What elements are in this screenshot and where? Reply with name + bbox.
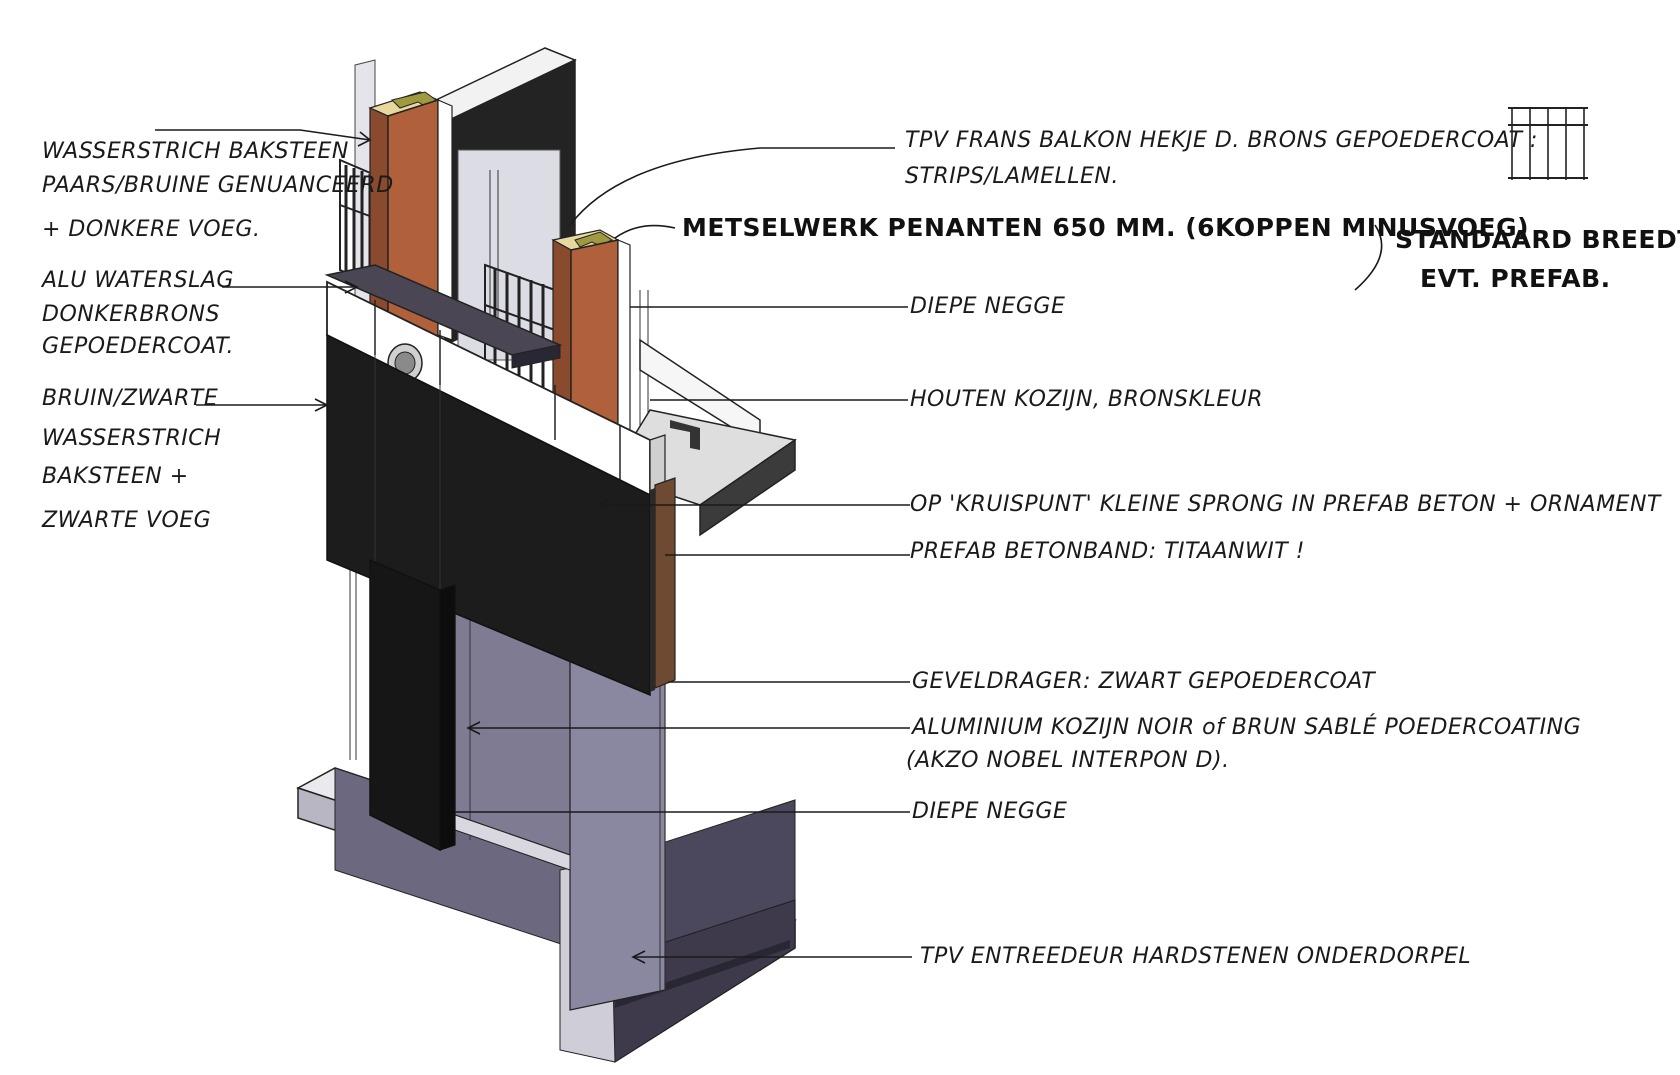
leader-left-1	[155, 129, 371, 141]
prefab-concrete-band	[326, 280, 666, 497]
label-aluminium-kozijn-1: ALUMINIUM KOZIJN NOIR of BRUN SABLÉ POED…	[910, 714, 1581, 740]
leader-right-1	[569, 147, 895, 226]
label-waterslag-2: DONKERBRONS	[42, 302, 220, 327]
label-frans-balkon-2: STRIPS/LAMELLEN.	[905, 164, 1119, 189]
label-dark-brick-3: BAKSTEEN +	[42, 464, 189, 489]
label-geveldrager: GEVELDRAGER: ZWART GEPOEDERCOAT	[912, 669, 1376, 694]
label-baksteen-3: + DONKERE VOEG.	[42, 217, 260, 242]
label-frans-balkon-1: TPV FRANS BALKON HEKJE D. BRONS GEPOEDER…	[905, 128, 1538, 153]
label-dark-brick-2: WASSERSTRICH	[42, 426, 221, 451]
leader-right-2	[614, 224, 676, 239]
label-aluminium-kozijn-2: (AKZO NOBEL INTERPON D).	[906, 748, 1230, 773]
dark-brick-pier-lower	[369, 558, 456, 852]
label-kruispunt: OP 'KRUISPUNT' KLEINE SPRONG IN PREFAB B…	[910, 492, 1662, 517]
label-standaard-breedte: STANDAARD BREEDTE	[1395, 225, 1680, 254]
brick-pier-right	[551, 229, 631, 456]
label-diepe-negge-2: DIEPE NEGGE	[912, 799, 1067, 824]
label-waterslag-3: GEPOEDERCOAT.	[42, 334, 234, 359]
label-diepe-negge-1: DIEPE NEGGE	[910, 294, 1065, 319]
railing-strips-icon	[1508, 107, 1588, 180]
label-waterslag-1: ALU WATERSLAG	[40, 268, 234, 293]
facade-carrier-bracket	[650, 477, 676, 692]
label-dark-brick-4: ZWARTE VOEG	[41, 508, 211, 533]
leader-lines	[155, 129, 1383, 964]
label-onderdorpel: TPV ENTREEDEUR HARDSTENEN ONDERDORPEL	[920, 944, 1471, 969]
label-houten-kozijn: HOUTEN KOZIJN, BRONSKLEUR	[910, 387, 1263, 412]
isometric-facade-model	[296, 47, 797, 1064]
label-metselwerk: METSELWERK PENANTEN 650 MM. (6KOPPEN MIN…	[682, 213, 1529, 242]
label-betonband: PREFAB BETONBAND: TITAANWIT !	[910, 539, 1305, 564]
label-dark-brick-1: BRUIN/ZWARTE	[42, 386, 218, 411]
label-baksteen-2: PAARS/BRUINE GENUANCEERD	[42, 173, 394, 198]
label-baksteen-1: WASSERSTRICH BAKSTEEN	[42, 139, 349, 164]
alu-waterslag	[324, 264, 563, 369]
label-evt-prefab: EVT. PREFAB.	[1420, 264, 1611, 293]
right-annotations: TPV FRANS BALKON HEKJE D. BRONS GEPOEDER…	[682, 128, 1680, 969]
left-annotations: WASSERSTRICH BAKSTEEN PAARS/BRUINE GENUA…	[40, 139, 394, 533]
dark-brick-band	[326, 333, 651, 697]
